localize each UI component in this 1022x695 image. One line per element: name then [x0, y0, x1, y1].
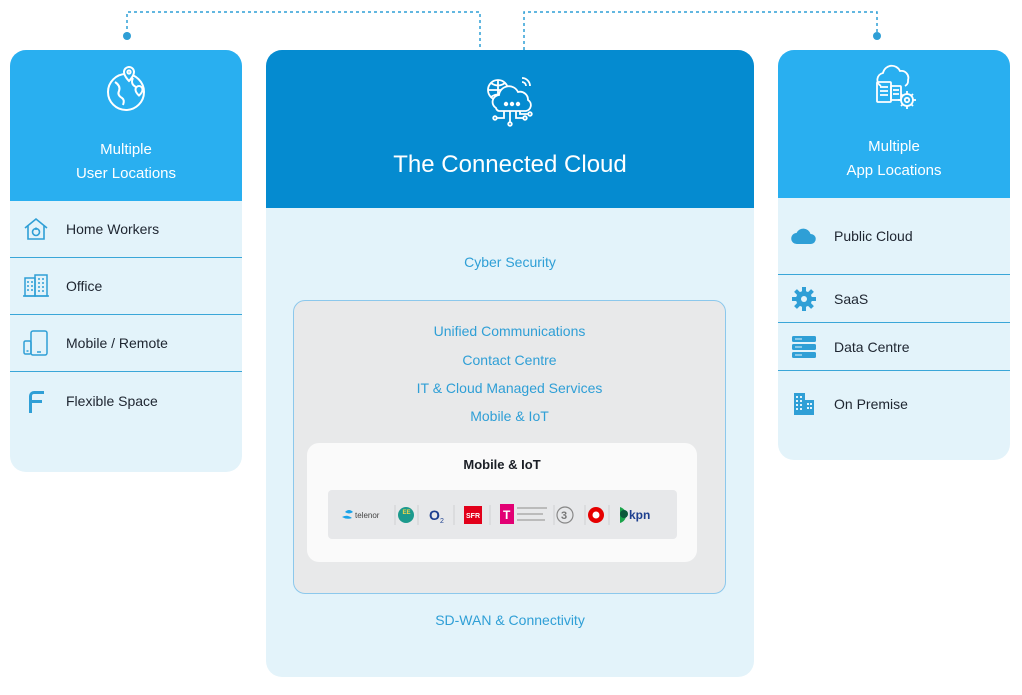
list-item-label: Mobile / Remote	[66, 335, 168, 351]
connected-cloud-title: The Connected Cloud	[393, 151, 627, 178]
list-item-data-centre: Data Centre	[778, 323, 1010, 371]
cloud-apps-icon	[876, 64, 916, 109]
svg-text:kpn: kpn	[629, 508, 650, 522]
three-logo: 3	[556, 506, 574, 524]
service-it-cloud-managed: IT & Cloud Managed Services	[416, 380, 603, 396]
cloud-network-icon	[487, 77, 533, 127]
telenor-logo: telenor	[342, 510, 380, 520]
list-item-office: Office	[10, 258, 242, 315]
carrier-logo-strip: telenor EE O 2 SFR	[328, 490, 677, 539]
svg-text:EE: EE	[403, 510, 411, 516]
list-item-label: Data Centre	[834, 338, 910, 355]
user-locations-card: Multiple User Locations Home Workers	[10, 50, 242, 472]
sfr-logo: SFR	[464, 506, 482, 524]
list-item-label: Flexible Space	[66, 392, 158, 409]
svg-text:telenor: telenor	[355, 511, 380, 520]
list-item-flexible-space: Flexible Space	[10, 372, 242, 429]
svg-text:O: O	[429, 507, 440, 523]
user-locations-header: Multiple User Locations	[10, 50, 242, 201]
service-unified-communications: Unified Communications	[433, 323, 586, 339]
connected-cloud-header: The Connected Cloud	[266, 50, 754, 208]
o2-logo: O 2	[429, 507, 444, 525]
flexible-space-icon	[29, 390, 44, 413]
list-item-label: SaaS	[834, 290, 869, 307]
user-locations-list: Home Workers Office	[10, 201, 242, 429]
mobile-iot-panel: Mobile & IoT telenor EE O	[307, 443, 697, 562]
app-locations-card: Multiple App Locations Public Cloud	[778, 50, 1010, 460]
list-item-label: Office	[66, 278, 103, 294]
ee-logo: EE	[398, 507, 414, 523]
cyber-security-label: Cyber Security	[464, 254, 556, 270]
svg-text:T: T	[503, 508, 511, 522]
list-item-label: Public Cloud	[834, 228, 913, 244]
server-rack-icon	[792, 335, 816, 358]
building-icon	[794, 393, 814, 415]
app-locations-list: Public Cloud SaaS	[778, 198, 1010, 437]
mobile-iot-panel-title: Mobile & IoT	[463, 457, 541, 472]
kpn-logo: kpn	[620, 507, 650, 523]
svg-text:2: 2	[440, 518, 444, 525]
home-icon	[24, 217, 48, 240]
list-item-saas: SaaS	[778, 275, 1010, 323]
carrier-logos: telenor EE O 2 SFR	[342, 504, 650, 525]
gear-icon	[792, 286, 816, 311]
svg-text:SFR: SFR	[466, 513, 480, 520]
service-contact-centre: Contact Centre	[462, 352, 557, 368]
connected-cloud-card: The Connected Cloud Cyber Security Unifi…	[266, 50, 754, 677]
list-item-label: Home Workers	[66, 221, 160, 237]
list-item-on-premise: On Premise	[778, 371, 1010, 437]
globe-location-icon	[107, 65, 145, 111]
cloud-icon	[791, 228, 816, 245]
dotted-connectors	[123, 11, 881, 50]
svg-text:3: 3	[561, 510, 567, 522]
list-item-home-workers: Home Workers	[10, 201, 242, 258]
list-item-mobile-remote: Mobile / Remote	[10, 315, 242, 372]
services-box: Unified Communications Contact Centre IT…	[293, 300, 726, 594]
deutsche-telekom-logo: T	[500, 504, 547, 524]
office-building-icon	[23, 274, 49, 297]
sdwan-connectivity-label: SD-WAN & Connectivity	[435, 612, 585, 628]
app-locations-title: Multiple App Locations	[846, 138, 942, 179]
list-item-public-cloud: Public Cloud	[778, 198, 1010, 275]
app-locations-header: Multiple App Locations	[778, 50, 1010, 198]
mobile-devices-icon	[23, 330, 48, 356]
service-mobile-iot: Mobile & IoT	[470, 408, 549, 424]
vodafone-logo	[588, 507, 604, 523]
list-item-label: On Premise	[834, 396, 908, 412]
user-locations-title: Multiple User Locations	[75, 141, 177, 182]
